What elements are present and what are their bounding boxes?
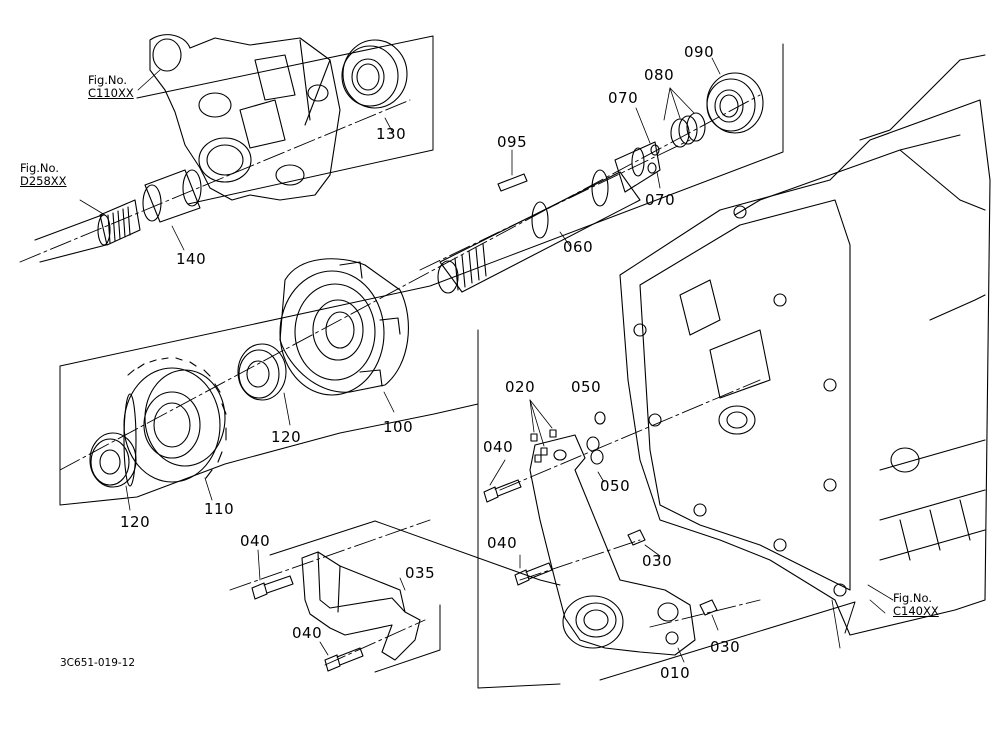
- part-label-120-left: 120: [120, 513, 151, 531]
- fig-ref-c110xx: Fig.No. C110XX: [88, 73, 134, 101]
- fig-ref-code: C140XX: [893, 604, 939, 619]
- key-095: [497, 149, 528, 192]
- stud-pins-020: [529, 399, 557, 463]
- part-label-040-cover-upper: 040: [240, 532, 271, 550]
- snap-rings-070: [635, 107, 661, 189]
- part-label-035: 035: [405, 564, 436, 582]
- part-label-060: 060: [563, 238, 594, 256]
- part-label-100: 100: [383, 418, 414, 436]
- part-label-040-upper-right: 040: [483, 438, 514, 456]
- pins-030: [627, 529, 719, 631]
- part-label-030-upper: 030: [642, 552, 673, 570]
- panel-lines: [59, 35, 856, 689]
- o-rings-050: [586, 411, 606, 483]
- part-label-070-upper: 070: [608, 89, 639, 107]
- drawing-code: 3C651-019-12: [60, 657, 136, 669]
- fig-ref-caption: Fig.No.: [20, 161, 60, 175]
- part-label-020: 020: [505, 378, 536, 396]
- fig-ref-caption: Fig.No.: [893, 591, 933, 605]
- part-label-040-middle-right: 040: [487, 534, 518, 552]
- part-label-050-lower: 050: [600, 477, 631, 495]
- bearing-120-left: [89, 432, 137, 511]
- bracket-010: [529, 434, 696, 663]
- cover-plate-035: [301, 551, 421, 661]
- part-label-040-cover-lower: 040: [292, 624, 323, 642]
- part-label-130: 130: [376, 125, 407, 143]
- shaft-060: [437, 141, 661, 294]
- bearing-090: [706, 57, 764, 134]
- bearing-120-middle: [237, 343, 291, 426]
- part-label-120-middle: 120: [271, 428, 302, 446]
- sleeve-140: [142, 169, 202, 251]
- part-label-095: 095: [497, 133, 528, 151]
- bolts-040-right: [483, 459, 553, 586]
- bearing-130: [341, 39, 408, 134]
- housing-c110xx: [149, 34, 341, 201]
- part-label-140: 140: [176, 250, 207, 268]
- springs-080: [663, 87, 706, 148]
- input-shaft: [34, 199, 141, 263]
- housing-c140xx: [619, 54, 991, 649]
- fig-ref-c140xx: Fig.No. C140XX: [893, 591, 939, 619]
- fig-ref-code: D258XX: [20, 174, 67, 189]
- gear-110: [123, 357, 227, 501]
- fig-ref-caption: Fig.No.: [88, 73, 128, 87]
- part-label-030-lower: 030: [710, 638, 741, 656]
- part-label-010: 010: [660, 664, 691, 682]
- bolts-040-cover: [251, 549, 364, 672]
- part-label-110: 110: [204, 500, 235, 518]
- part-label-080: 080: [644, 66, 675, 84]
- part-label-050-top: 050: [571, 378, 602, 396]
- fig-ref-code: C110XX: [88, 86, 134, 101]
- part-label-070-lower: 070: [645, 191, 676, 209]
- figure-ref-leaders: [79, 69, 886, 614]
- fig-ref-d258xx: Fig.No. D258XX: [20, 161, 67, 189]
- clutch-drum-100: [279, 258, 409, 413]
- part-label-090: 090: [684, 43, 715, 61]
